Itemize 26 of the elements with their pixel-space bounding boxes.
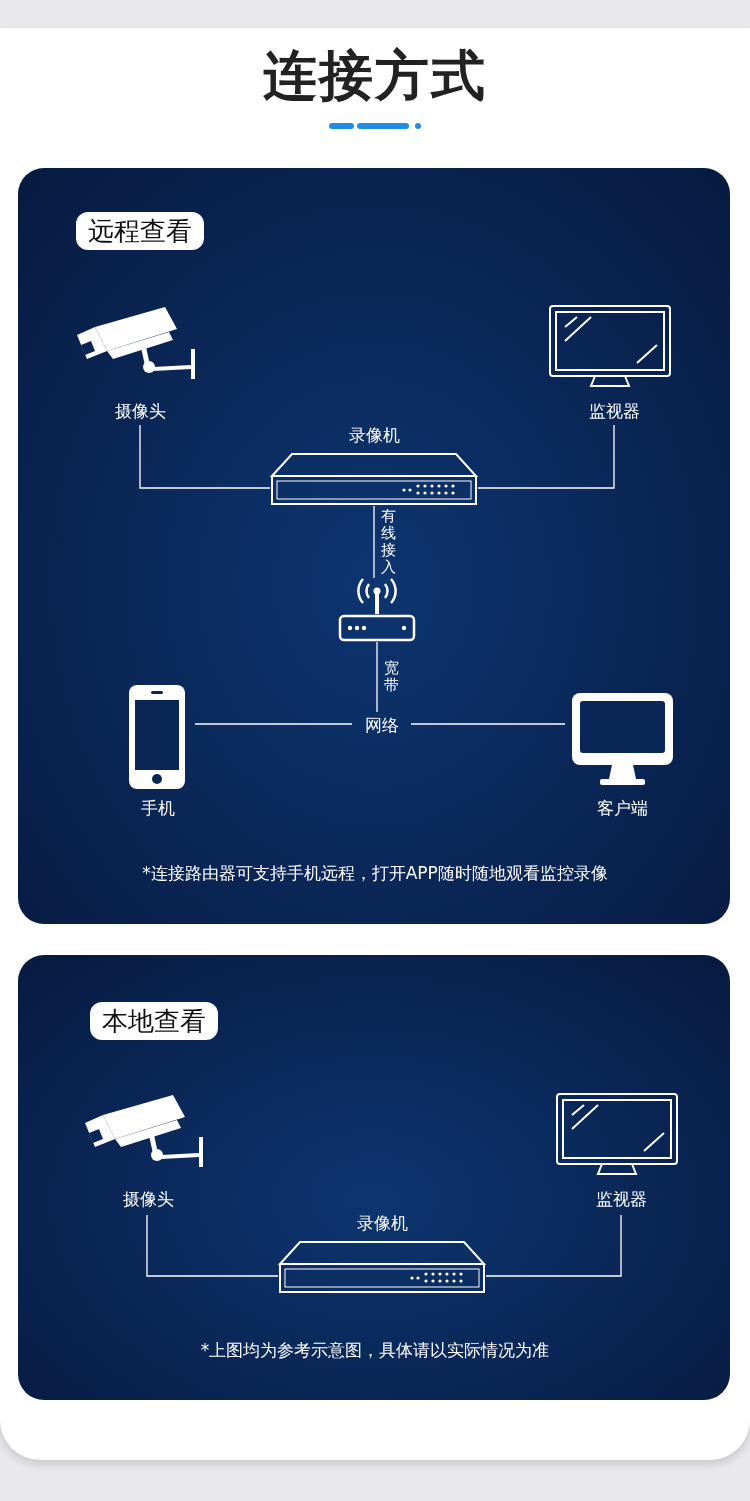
connector-line bbox=[485, 1214, 622, 1277]
footnote: *上图均为参考示意图，具体请以实际情况为准 bbox=[199, 1339, 551, 1362]
node-label: 监视器 bbox=[594, 1188, 648, 1211]
node-label: 客户端 bbox=[596, 797, 649, 820]
panel bbox=[18, 168, 730, 924]
node-label: 录像机 bbox=[355, 1212, 409, 1235]
node-label: 摄像头 bbox=[121, 1188, 175, 1211]
node-label: 监视器 bbox=[587, 400, 641, 423]
node-label: 录像机 bbox=[347, 424, 401, 447]
connector-line bbox=[146, 1214, 279, 1277]
connector-line bbox=[373, 505, 375, 579]
connector-line bbox=[194, 723, 353, 725]
connector-line bbox=[477, 424, 615, 489]
node-label: 摄像头 bbox=[113, 400, 167, 423]
edge-label: 宽带 bbox=[383, 660, 399, 694]
node-label: 网络 bbox=[363, 714, 400, 737]
title: 连接方式 bbox=[262, 43, 488, 109]
edge-label: 有线接入 bbox=[380, 508, 396, 576]
connector-line bbox=[376, 641, 378, 713]
panel bbox=[18, 955, 730, 1400]
heading-badge: 本地查看 bbox=[90, 1002, 218, 1040]
connector-line bbox=[410, 723, 566, 725]
heading-badge: 远程查看 bbox=[76, 212, 204, 250]
footnote: *连接路由器可支持手机远程，打开APP随时随地观看监控录像 bbox=[141, 862, 609, 885]
node-label: 手机 bbox=[139, 797, 176, 820]
connector-line bbox=[139, 424, 271, 489]
